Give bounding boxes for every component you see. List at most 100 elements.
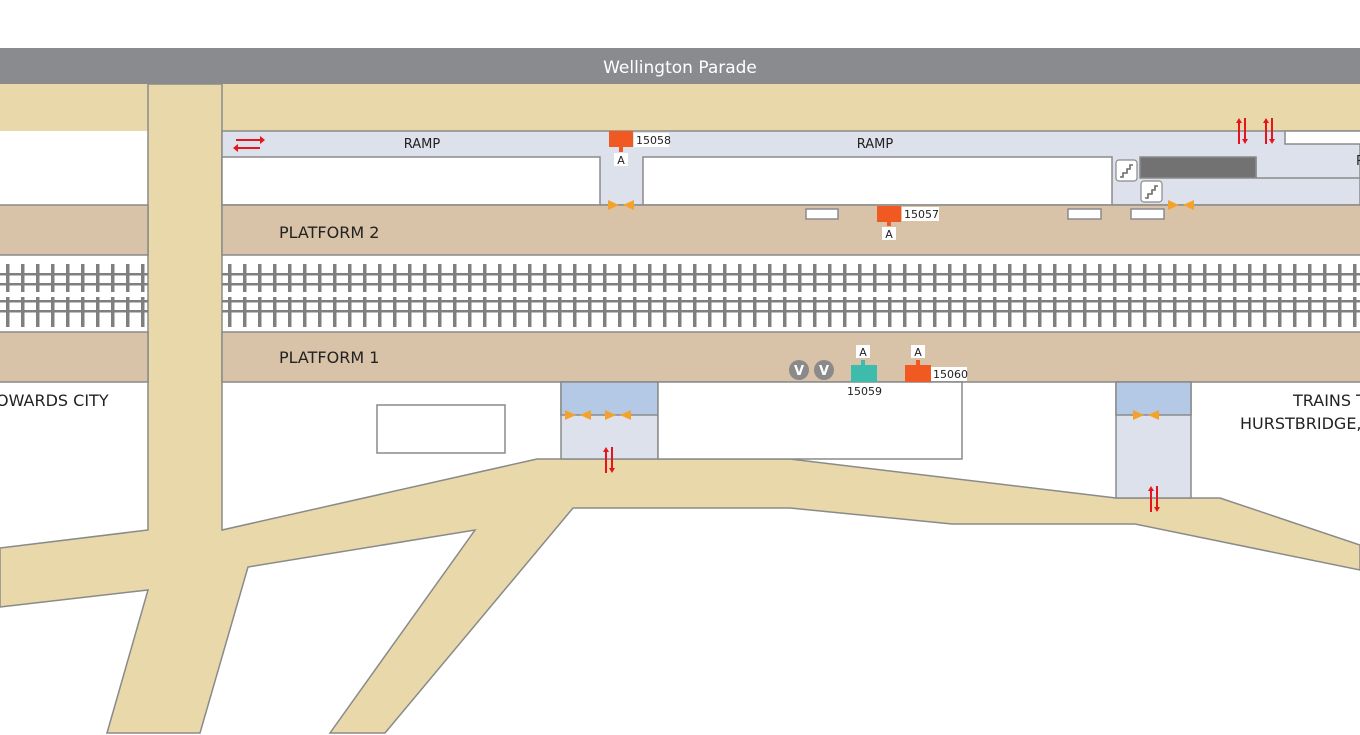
rail (222, 300, 1360, 303)
sleeper (813, 264, 817, 292)
sleeper (363, 264, 367, 292)
dark-structure (1139, 156, 1257, 179)
stop-id: 15060 (933, 368, 968, 381)
building-block (1284, 130, 1360, 145)
footpaths (0, 83, 1360, 734)
stairs-icon (1140, 180, 1163, 203)
sleeper (288, 264, 292, 292)
trains-to-label: HURSTBRIDGE, (1240, 414, 1360, 433)
ramp-label: R (1356, 154, 1360, 169)
sleeper (408, 264, 412, 292)
sleeper (918, 264, 922, 292)
rail (0, 310, 148, 313)
towards-city-label: OWARDS CITY (0, 391, 109, 410)
sleeper (1278, 264, 1282, 292)
stairs-icon (1115, 159, 1138, 182)
sleeper (558, 264, 562, 292)
sleeper (51, 264, 55, 292)
sleeper (1338, 264, 1342, 292)
sleeper (348, 264, 352, 292)
stop-tag: A (617, 154, 625, 167)
sleeper (1218, 264, 1222, 292)
sleeper (303, 264, 307, 292)
sleeper (1248, 264, 1252, 292)
sleeper (438, 264, 442, 292)
gate-arrows-icon (1133, 410, 1159, 420)
sleeper (768, 264, 772, 292)
sleeper (126, 264, 130, 292)
sleeper (993, 264, 997, 292)
sleeper (498, 264, 502, 292)
sleeper (963, 264, 967, 292)
sleeper (753, 264, 757, 292)
building-block (376, 404, 506, 454)
sleeper (1053, 264, 1057, 292)
platform-2 (221, 204, 1360, 256)
railway-tracks (0, 264, 1360, 327)
two-way-arrow-icon (233, 136, 265, 152)
rail (0, 273, 148, 276)
sleeper (588, 264, 592, 292)
rail (0, 300, 148, 303)
sleeper (1323, 264, 1327, 292)
stop-15057[interactable]: 15057 A (877, 206, 939, 241)
sleeper (1263, 264, 1267, 292)
sleeper (258, 264, 262, 292)
sleeper (243, 264, 247, 292)
bench (1067, 208, 1102, 220)
lift-arrows-icon (1148, 486, 1160, 512)
sleeper (633, 264, 637, 292)
vline-icon (789, 360, 809, 380)
sleeper (843, 264, 847, 292)
sleeper (978, 264, 982, 292)
sleeper (1008, 264, 1012, 292)
lift-arrows-icon (603, 447, 615, 473)
sleeper (693, 264, 697, 292)
sleeper (1038, 264, 1042, 292)
platform-2-label: PLATFORM 2 (279, 223, 379, 242)
sleeper (573, 264, 577, 292)
platform-1-label: PLATFORM 1 (279, 348, 379, 367)
lift-arrows-icon (1236, 118, 1248, 144)
ramp-area (221, 130, 1360, 206)
sleeper (333, 264, 337, 292)
sleeper (393, 264, 397, 292)
sleeper (1128, 264, 1132, 292)
sleeper (618, 264, 622, 292)
sleeper (873, 264, 877, 292)
stop-id: 15059 (847, 385, 882, 398)
sleeper (678, 264, 682, 292)
sleeper (1353, 264, 1357, 292)
stop-15060[interactable]: A 15060 (905, 345, 968, 382)
sleeper (888, 264, 892, 292)
stop-15058[interactable]: 15058 A (609, 131, 671, 167)
sleeper (903, 264, 907, 292)
sleeper (738, 264, 742, 292)
stop-tag: A (914, 346, 922, 359)
sleeper (1293, 264, 1297, 292)
sleeper (1098, 264, 1102, 292)
sleeper (378, 264, 382, 292)
sleeper (6, 264, 10, 292)
building-block (642, 156, 1113, 206)
sleeper (603, 264, 607, 292)
sleeper (1188, 264, 1192, 292)
stop-15059[interactable]: A 15059 (847, 345, 882, 398)
sleeper (528, 264, 532, 292)
building-block (221, 156, 601, 206)
sleeper (708, 264, 712, 292)
sleeper (723, 264, 727, 292)
sleeper (483, 264, 487, 292)
sleeper (141, 264, 145, 292)
sleeper (648, 264, 652, 292)
street-name: Wellington Parade (603, 58, 757, 78)
lift-arrows-icon (1263, 118, 1275, 144)
rail (222, 283, 1360, 286)
sleeper (858, 264, 862, 292)
stop-tag: A (859, 346, 867, 359)
ramp-label: RAMP (857, 137, 894, 152)
stop-tag: A (885, 228, 893, 241)
rail (222, 310, 1360, 313)
sleeper (828, 264, 832, 292)
